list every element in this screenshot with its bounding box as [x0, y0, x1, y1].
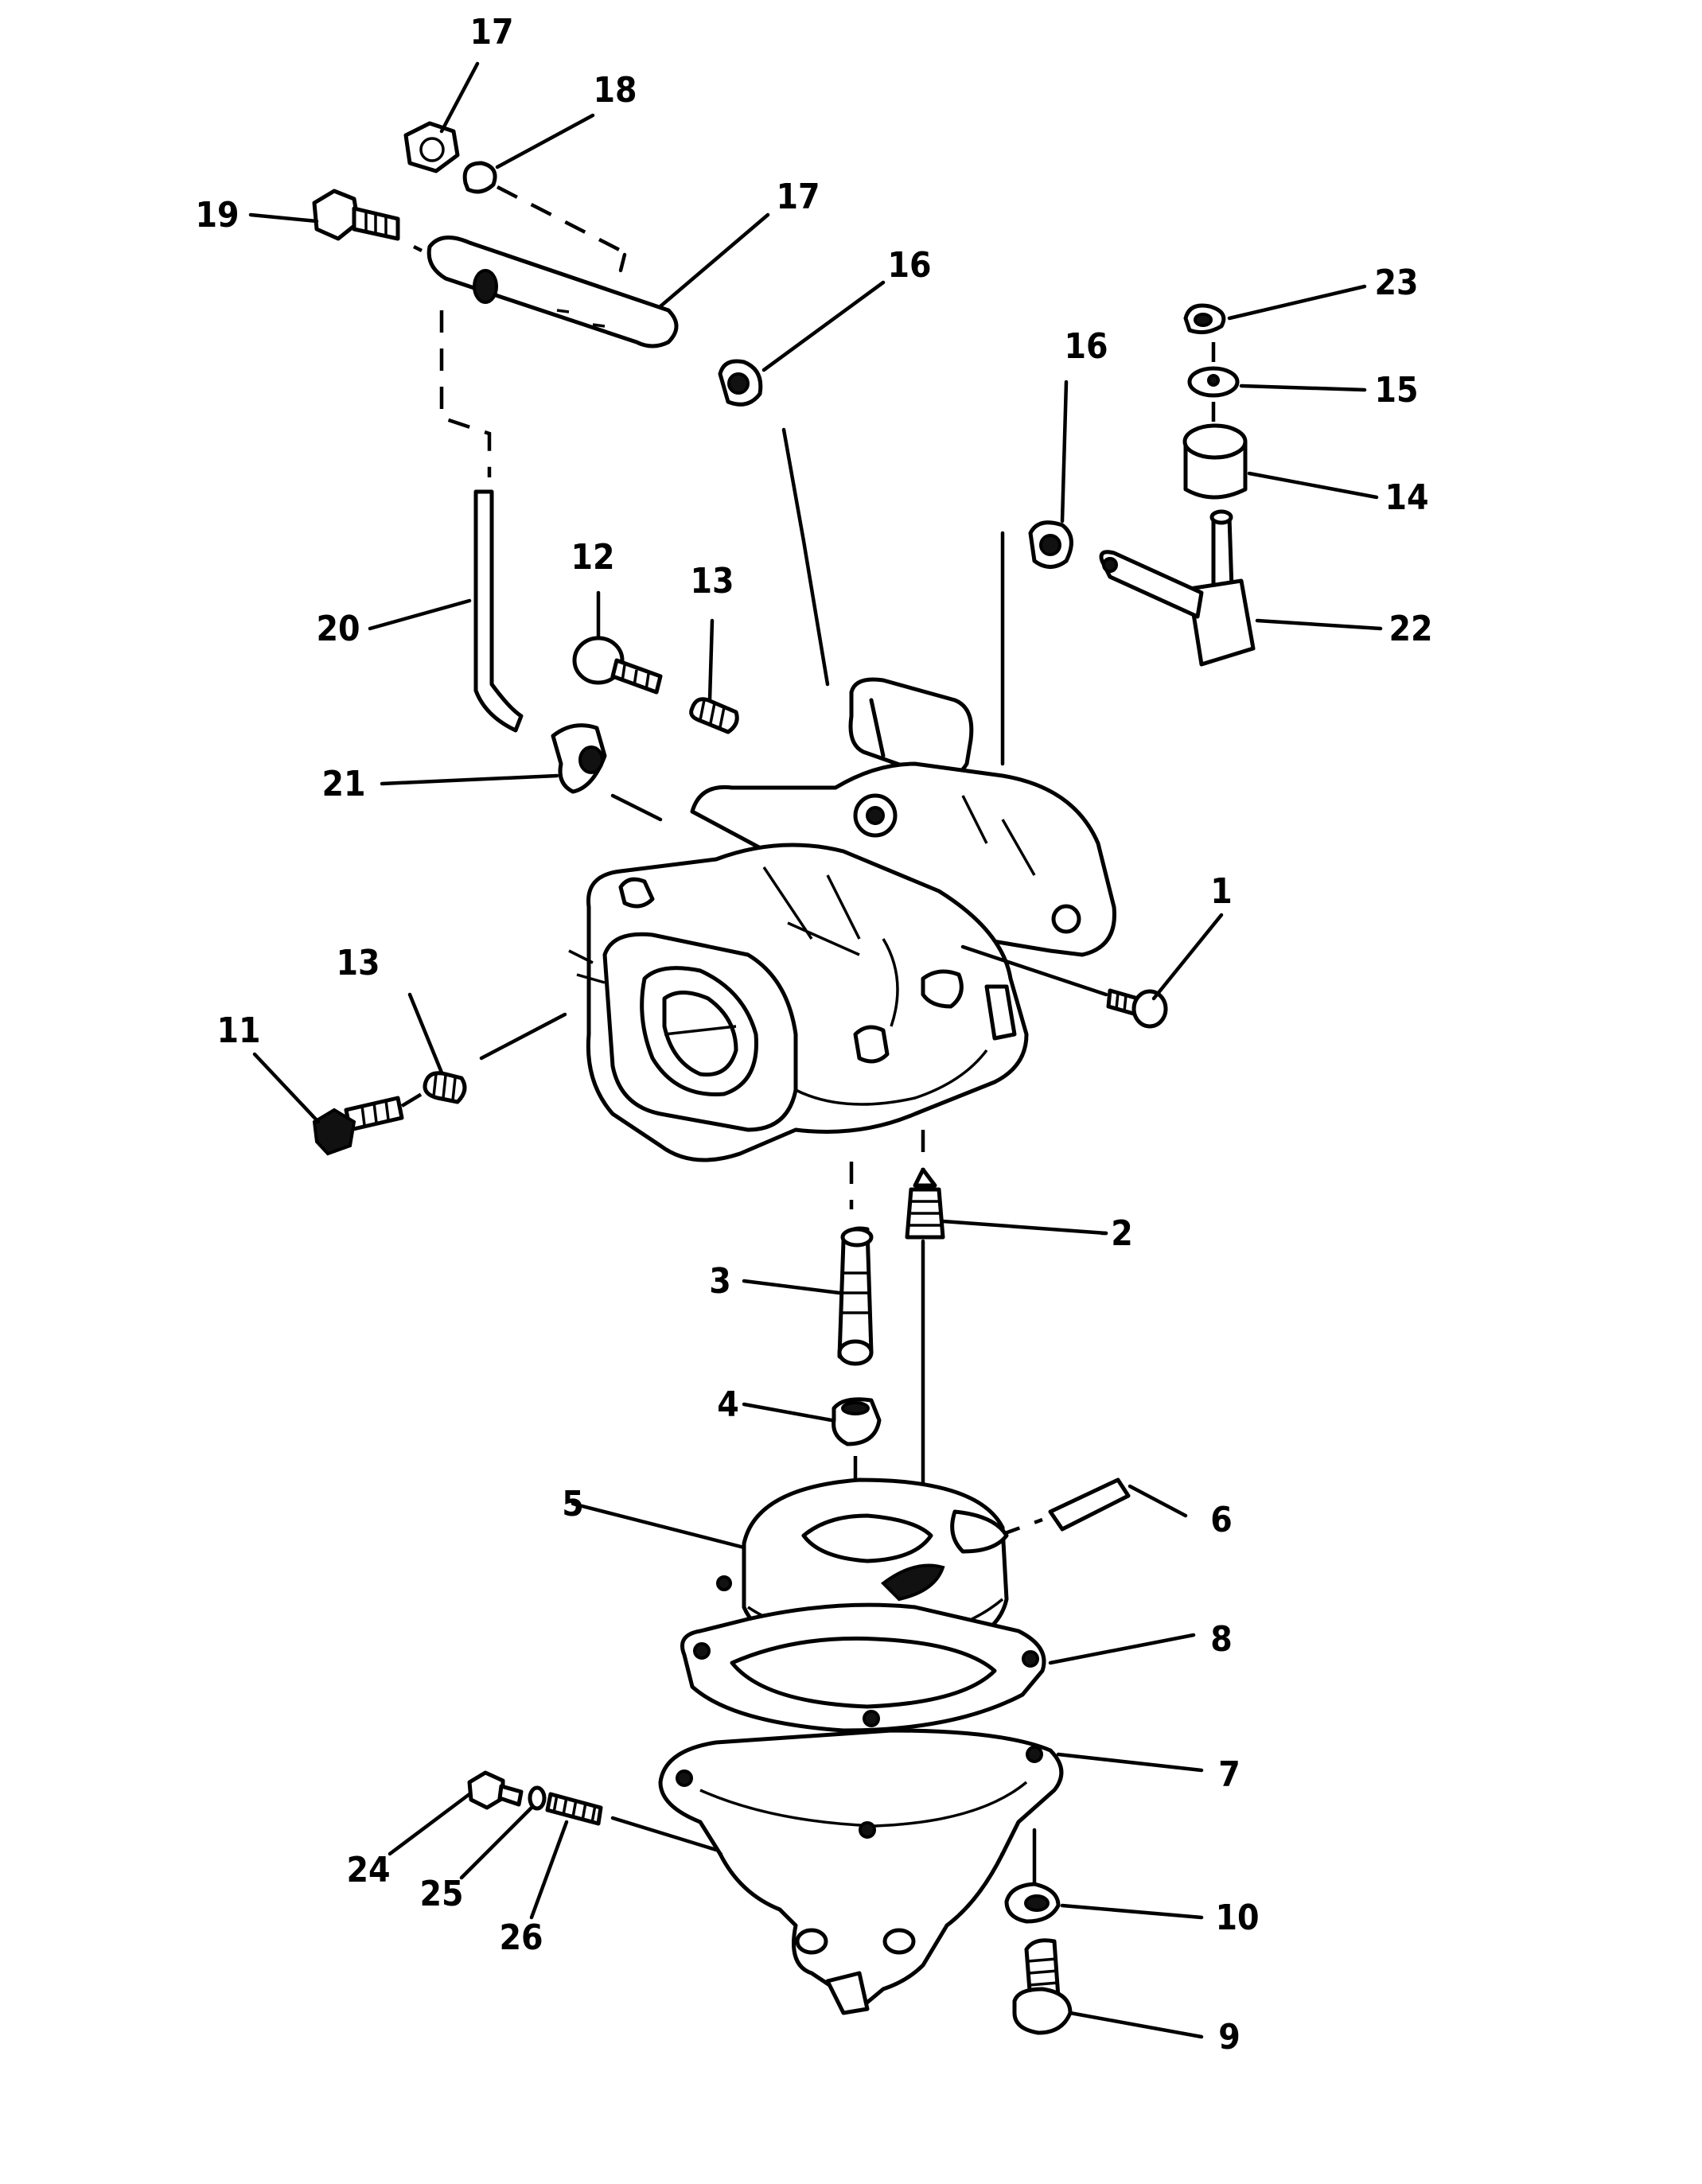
part-1-screw	[960, 944, 1168, 1029]
callout-27: 26	[499, 1917, 543, 1958]
part-26-o-ring	[528, 1785, 547, 1811]
callout-3: 3	[709, 1261, 731, 1302]
part-16-clip-upper	[718, 359, 763, 407]
callout-23: 22	[1388, 609, 1432, 649]
callout-26: 25	[419, 1874, 463, 1914]
part-13-spring-left	[423, 1012, 567, 1104]
callout-20: 19	[195, 195, 239, 236]
part-11-screw	[312, 1092, 423, 1156]
part-4-jet	[832, 1397, 882, 1536]
callout-11: 11	[216, 1010, 260, 1051]
part-18-nut	[403, 121, 460, 173]
callout-14: 14	[1385, 477, 1428, 518]
part-20-bolt	[312, 189, 423, 253]
part-10-washer	[1004, 1882, 1061, 1924]
part-1-carburetor-body	[568, 427, 1116, 1162]
part-17-lever	[426, 236, 679, 348]
part-12-screw	[572, 636, 663, 695]
part-22-knob	[551, 723, 663, 822]
callout-21: 20	[316, 609, 360, 649]
part-13-spring-upper	[689, 697, 739, 734]
part-19-clip	[462, 161, 630, 257]
part-21-link-rod	[439, 310, 524, 733]
callout-18: 17	[469, 12, 513, 53]
callout-4: 4	[717, 1384, 739, 1425]
callout-13-left: 13	[336, 943, 380, 983]
part-2-needle-valve	[905, 1130, 1108, 1546]
part-6-pin	[998, 1477, 1131, 1538]
part-24-clip	[1183, 303, 1226, 335]
callout-labels: 17 18 19 17 16 16 23 15 14 22 12 13 20 2…	[195, 12, 1432, 2057]
part-8-gasket	[680, 1575, 1046, 1733]
callout-5: 5	[562, 1484, 584, 1524]
callout-10: 10	[1215, 1898, 1259, 1938]
callout-7: 7	[1218, 1754, 1240, 1795]
part-15-washer	[1187, 342, 1240, 398]
callout-8: 8	[1210, 1619, 1233, 1660]
part-7-float-bowl	[658, 1728, 1064, 2015]
callout-24: 23	[1374, 263, 1418, 303]
callout-leaders	[248, 61, 1383, 2039]
callout-19: 18	[593, 70, 637, 111]
callout-1: 1	[1210, 871, 1233, 912]
part-9-bolt	[1012, 1938, 1073, 2035]
callout-16-upper: 16	[887, 245, 931, 286]
callout-17: 17	[776, 177, 820, 217]
callout-25: 24	[346, 1850, 390, 1890]
callout-13-upper: 13	[690, 561, 734, 601]
callout-12: 12	[571, 537, 614, 578]
callout-16-right: 16	[1064, 326, 1108, 367]
callout-15: 15	[1374, 370, 1418, 411]
callout-9: 9	[1218, 2017, 1240, 2057]
part-27-spring	[545, 1792, 719, 1852]
part-3-jet-tube	[837, 1162, 874, 1366]
part-14-bushing	[1182, 402, 1248, 500]
callout-22: 21	[321, 764, 365, 804]
callout-6: 6	[1210, 1500, 1233, 1540]
part-25-screw	[467, 1770, 524, 1810]
part-23-bellcrank	[1099, 509, 1256, 667]
callout-2: 2	[1111, 1213, 1133, 1254]
part-16-clip-right	[1000, 520, 1073, 766]
